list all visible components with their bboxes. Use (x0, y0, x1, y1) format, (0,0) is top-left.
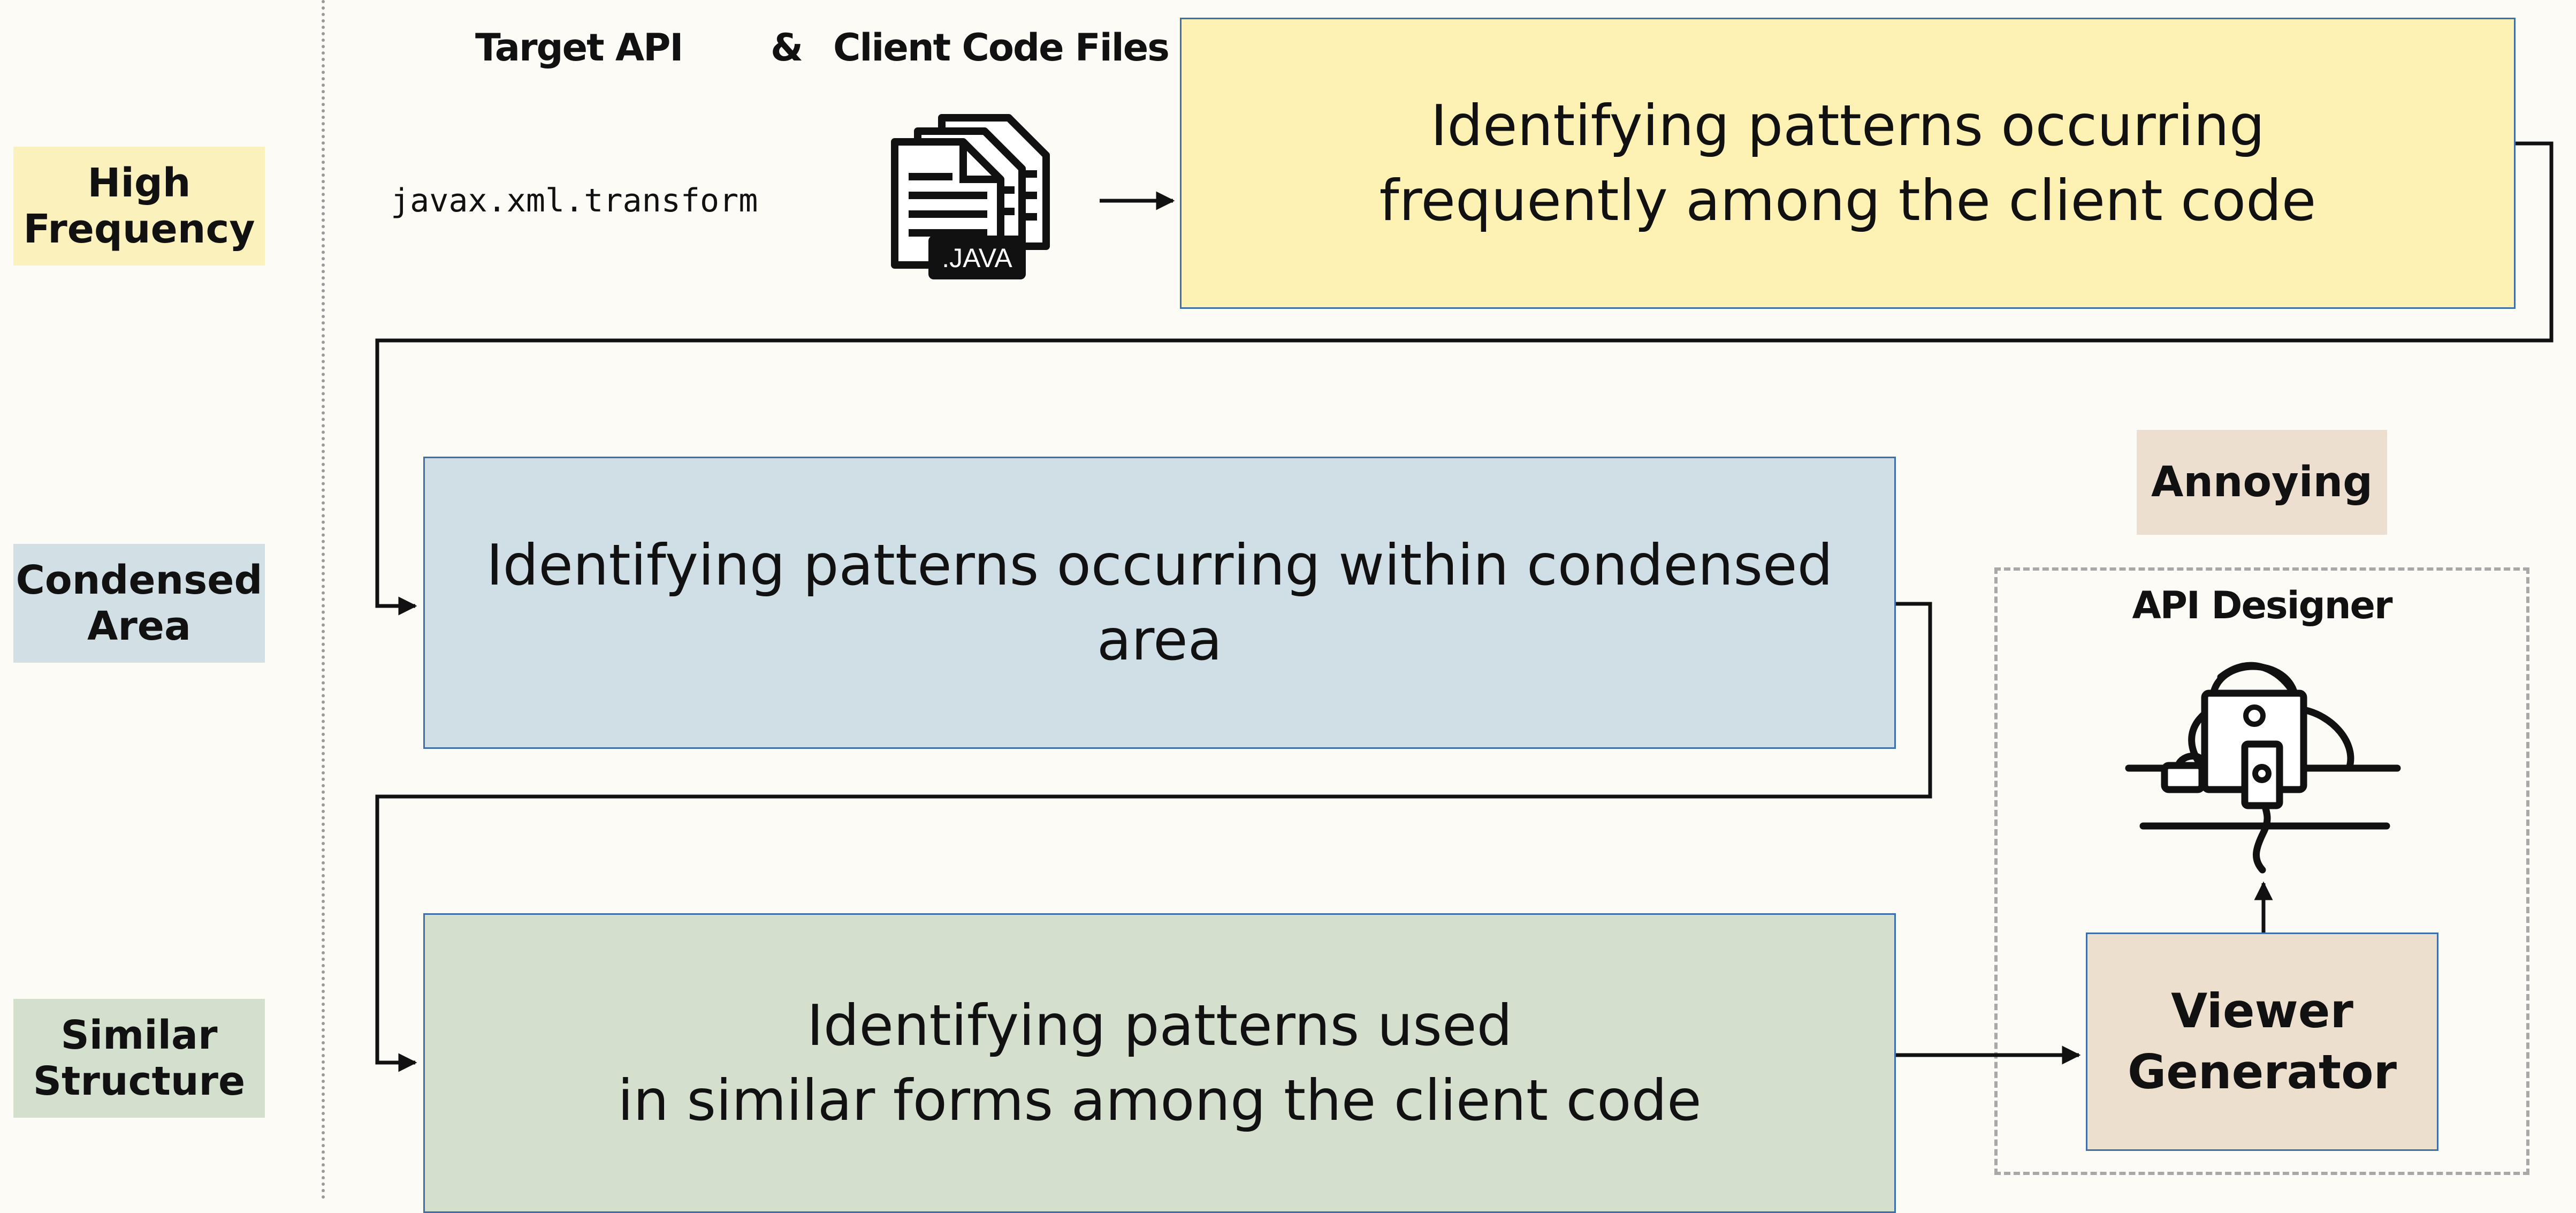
client-code-files-heading: Client Code Files (833, 26, 1170, 70)
criterion-high-frequency: High Frequency (13, 147, 265, 266)
divider-line (322, 0, 325, 1200)
api-designer-label: API Designer (2132, 583, 2392, 627)
connector-stage1-to-stage2 (375, 141, 2554, 616)
annoying-badge: Annoying (2137, 430, 2387, 535)
stage-similar-structure: Identifying patterns used in similar for… (423, 913, 1896, 1213)
target-api-heading: Target API (475, 26, 683, 70)
api-designer-group (1994, 567, 2529, 1175)
criterion-similar-structure: Similar Structure (13, 999, 265, 1118)
target-api-value: javax.xml.transform (391, 182, 758, 219)
designer-at-laptop-icon (2125, 662, 2401, 874)
stage-condensed-area: Identifying patterns occurring within co… (423, 457, 1896, 749)
connector-stage2-to-stage3 (375, 602, 1932, 1072)
java-badge-text: .JAVA (942, 243, 1012, 273)
viewer-generator-box: Viewer Generator (2086, 933, 2438, 1151)
ampersand-text: & (771, 26, 803, 70)
java-files-icon: .JAVA (891, 114, 1050, 279)
criterion-condensed-area: Condensed Area (13, 544, 265, 663)
stage-high-frequency: Identifying patterns occurring frequentl… (1180, 18, 2516, 309)
